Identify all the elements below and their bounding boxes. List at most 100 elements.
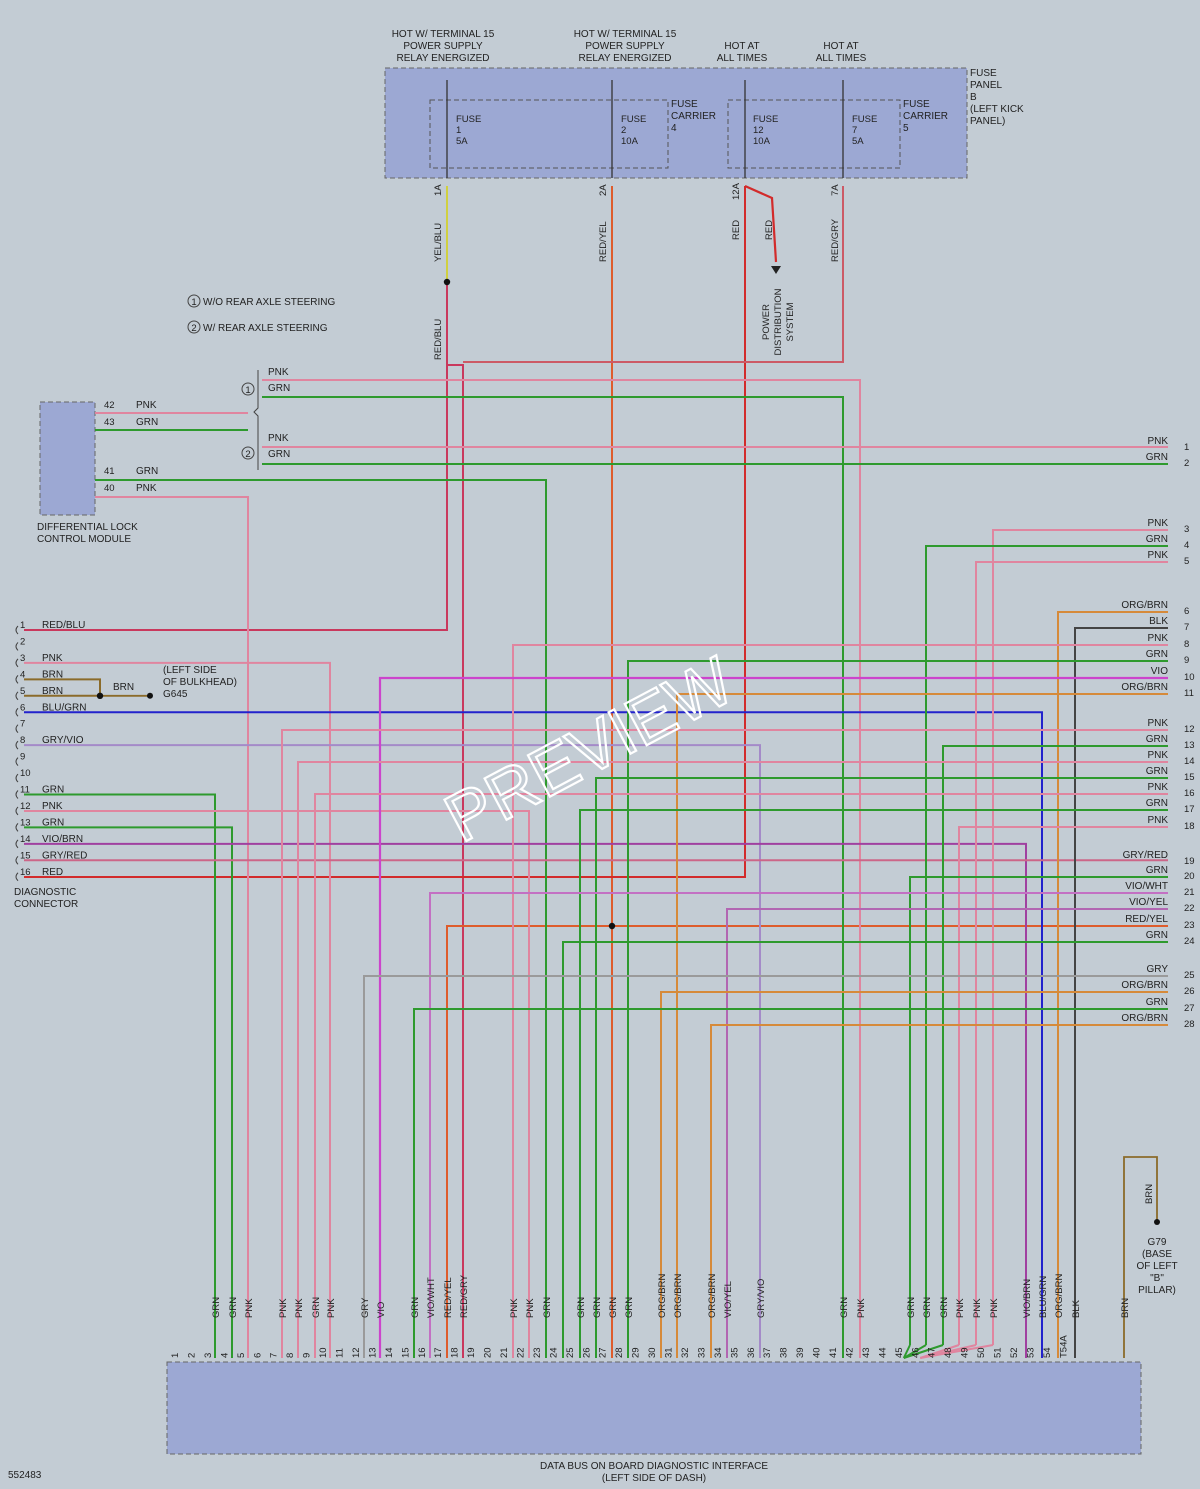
wire-right-28 [710, 1024, 1168, 1358]
power-dist-line1: POWER [761, 304, 772, 340]
diag-pin-bracket [15, 757, 19, 766]
bus-pin-3: 3 [203, 1353, 214, 1358]
fuse-carrier-4-line2: CARRIER [671, 111, 716, 122]
diag-pin-bracket [15, 625, 19, 635]
bus-wire-25: GRN [576, 1297, 587, 1318]
diag-pin-bracket [15, 839, 19, 849]
fuse-2-amp: 10A [621, 136, 639, 147]
bus-wire-3: GRN [211, 1297, 222, 1318]
right-wire-28-label: ORG/BRN [1121, 1013, 1168, 1024]
diag-pin-bracket [15, 658, 19, 668]
bus-wire-45c: GRN [939, 1297, 950, 1318]
bus-pin-25: 25 [565, 1347, 576, 1358]
bus-wire-41: GRN [839, 1297, 850, 1318]
right-wire-7-num: 7 [1184, 622, 1189, 633]
wire-right-24 [562, 941, 1168, 1358]
wire-right-26 [660, 991, 1168, 1358]
diff-lock-wire-41: GRN [136, 466, 158, 477]
supply-4-line2: ALL TIMES [816, 53, 867, 64]
power-dist-arrow [771, 266, 781, 274]
bus-pin-48: 48 [943, 1347, 954, 1358]
diag-connector-line2: CONNECTOR [14, 899, 78, 910]
power-dist-line2: DISTRIBUTION [773, 288, 784, 355]
fuse-carrier-5-line1: FUSE [903, 99, 930, 110]
diag-pin-13-num: 13 [20, 817, 31, 828]
wire-right-17 [579, 809, 1168, 1358]
fuse-1-wire: YEL/BLU [433, 223, 444, 262]
wire-right-5 [975, 561, 1168, 1345]
fuse-carrier-5-line2: CARRIER [903, 111, 948, 122]
right-wire-14-num: 14 [1184, 756, 1195, 767]
diag-pin-bracket [15, 740, 19, 750]
diff-lock-wire-40: PNK [136, 483, 157, 494]
bus-wire-27: GRN [608, 1297, 619, 1318]
wire-conv-46c [920, 1344, 994, 1359]
diff-lock-pin-43: 43 [104, 417, 115, 428]
bus-wire-28: GRN [624, 1297, 635, 1318]
bus-pin-50: 50 [976, 1347, 987, 1358]
right-wire-16-label: PNK [1147, 782, 1168, 793]
bus-wire-16: VIO/WHT [426, 1277, 437, 1318]
power-dist-line3: SYSTEM [785, 302, 796, 341]
variant-1-w1: PNK [268, 367, 289, 378]
bus-wire-12: GRY [360, 1297, 371, 1318]
wire-g79 [1123, 1156, 1158, 1358]
diag-pin-14-num: 14 [20, 834, 31, 845]
fuse-panel-line5: PANEL) [970, 116, 1005, 127]
variant-2-w1: PNK [268, 433, 289, 444]
bus-wire-21: PNK [509, 1298, 520, 1318]
bus-pin-33: 33 [696, 1347, 707, 1358]
right-wire-13-label: GRN [1146, 734, 1168, 745]
g645-line2: OF BULKHEAD) [163, 677, 237, 688]
legend-2-circle [187, 320, 201, 334]
diag-pin-10-num: 10 [20, 768, 31, 779]
supply-1-line2: POWER SUPPLY [403, 41, 483, 52]
g645-ground-icon [147, 692, 153, 699]
wire-right-25 [363, 975, 1168, 1358]
bus-pin-17: 17 [433, 1347, 444, 1358]
bus-pin-37: 37 [762, 1347, 773, 1358]
right-wire-22-label: VIO/YEL [1129, 897, 1168, 908]
right-wire-15-num: 15 [1184, 772, 1195, 783]
right-wire-2-num: 2 [1184, 458, 1189, 469]
g79-ground-icon [1154, 1219, 1160, 1225]
diff-lock-pin-40: 40 [104, 483, 115, 494]
bus-pin-18: 18 [450, 1347, 461, 1358]
fuse-panel-box [384, 67, 968, 179]
bus-pin-43: 43 [861, 1347, 872, 1358]
wire-variant1-grn [262, 396, 844, 1358]
diag-pin-11-wire: GRN [42, 785, 64, 796]
bus-wire-13: VIO [376, 1302, 387, 1318]
wire-right-13 [942, 745, 1168, 1345]
diag-pin-1-wire: RED/BLU [42, 620, 85, 631]
bus-wire-4: GRN [228, 1297, 239, 1318]
diag-pin-bracket [15, 855, 19, 865]
bus-pin-20: 20 [483, 1347, 494, 1358]
supply-2-line1: HOT W/ TERMINAL 15 [574, 29, 677, 40]
diag-pin-bracket [15, 872, 19, 882]
bus-pin-21: 21 [499, 1347, 510, 1358]
right-wire-5-label: PNK [1147, 550, 1168, 561]
right-wire-18-label: PNK [1147, 815, 1168, 826]
wire-right-16 [314, 793, 1168, 1358]
diag-pin-14-wire: VIO/BRN [42, 834, 83, 845]
legend-1-circle [187, 294, 201, 308]
supply-2-line2: POWER SUPPLY [585, 41, 665, 52]
right-wire-13-num: 13 [1184, 740, 1195, 751]
diff-lock-pin-41: 41 [104, 466, 115, 477]
bus-pin-2: 2 [186, 1353, 197, 1358]
g79-line2: (BASE [1142, 1249, 1172, 1260]
fuse-12-pin: 12A [731, 182, 742, 200]
bus-pin-16: 16 [417, 1347, 428, 1358]
right-wire-28-num: 28 [1184, 1019, 1195, 1030]
wire-right-7 [1074, 627, 1168, 1358]
wire-right-6 [1057, 611, 1168, 1358]
fuse-12-name: FUSE [753, 114, 778, 125]
bus-pin-14: 14 [384, 1347, 395, 1358]
bus-line1: DATA BUS ON BOARD DIAGNOSTIC INTERFACE [540, 1461, 768, 1472]
fuse-2-num: 2 [621, 125, 626, 136]
bus-pin-15: 15 [400, 1347, 411, 1358]
bus-pin-45: 45 [894, 1347, 905, 1358]
